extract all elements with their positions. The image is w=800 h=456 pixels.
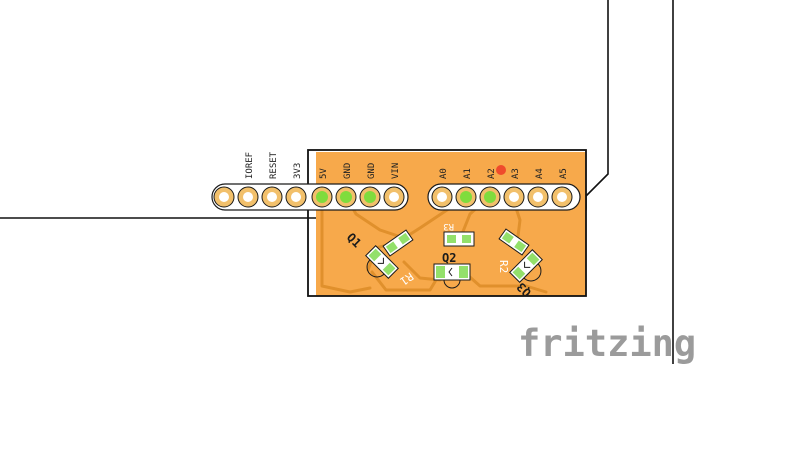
header-pin-ioref: [213, 186, 235, 208]
header-pin-a1: [455, 186, 477, 208]
pin-label-3v3: 3V3: [293, 163, 303, 179]
pin-label-a4: A4: [535, 168, 545, 179]
pin-label-a5: A5: [559, 168, 569, 179]
a2-highlight-dot: [496, 165, 506, 175]
header-pin-a0: [431, 186, 453, 208]
pin-label-a2: A2: [487, 168, 497, 179]
pin-label-ioref: IOREF: [245, 152, 255, 179]
header-pin-a2: [479, 186, 501, 208]
header-pin-reset: [237, 186, 259, 208]
header-pin-vin: [383, 186, 405, 208]
header-pin-unlabeled: [285, 186, 307, 208]
fritzing-logo: fritzing: [518, 322, 696, 365]
pin-label-reset: RESET: [269, 151, 279, 179]
header-pin-gnd-2: [359, 186, 381, 208]
q2-label: Q2: [442, 251, 456, 265]
resistor-r2: [498, 228, 530, 256]
transistor-q2: [433, 263, 471, 289]
left-header-pins: [213, 186, 405, 208]
pin-label-gnd-2: GND: [367, 163, 377, 179]
pin-label-5v: 5V: [319, 168, 329, 179]
header-pin-gnd-1: [335, 186, 357, 208]
transistor-q1: [365, 245, 399, 279]
transistor-q3: [509, 249, 543, 283]
shield-outline: [307, 149, 587, 297]
pin-label-a3: A3: [511, 168, 521, 179]
resistor-r1: [382, 229, 414, 257]
r2-label: R2: [497, 260, 510, 273]
header-pin-5v: [311, 186, 333, 208]
header-pin-a4: [527, 186, 549, 208]
resistor-r3: [443, 231, 475, 247]
header-pin-a3: [503, 186, 525, 208]
r1-label: R1: [397, 270, 415, 288]
r3-label: R3: [443, 221, 454, 231]
pin-label-vin: VIN: [391, 163, 401, 179]
pin-label-gnd-1: GND: [343, 163, 353, 179]
header-pin-a5: [551, 186, 573, 208]
header-pin-labels: IOREF RESET 3V3 5V GND GND VIN A0 A1 A2 …: [245, 151, 569, 179]
right-header-pins: [431, 165, 573, 208]
pin-label-a1: A1: [463, 168, 473, 179]
pin-label-a0: A0: [439, 168, 449, 179]
header-pin-3v3: [261, 186, 283, 208]
